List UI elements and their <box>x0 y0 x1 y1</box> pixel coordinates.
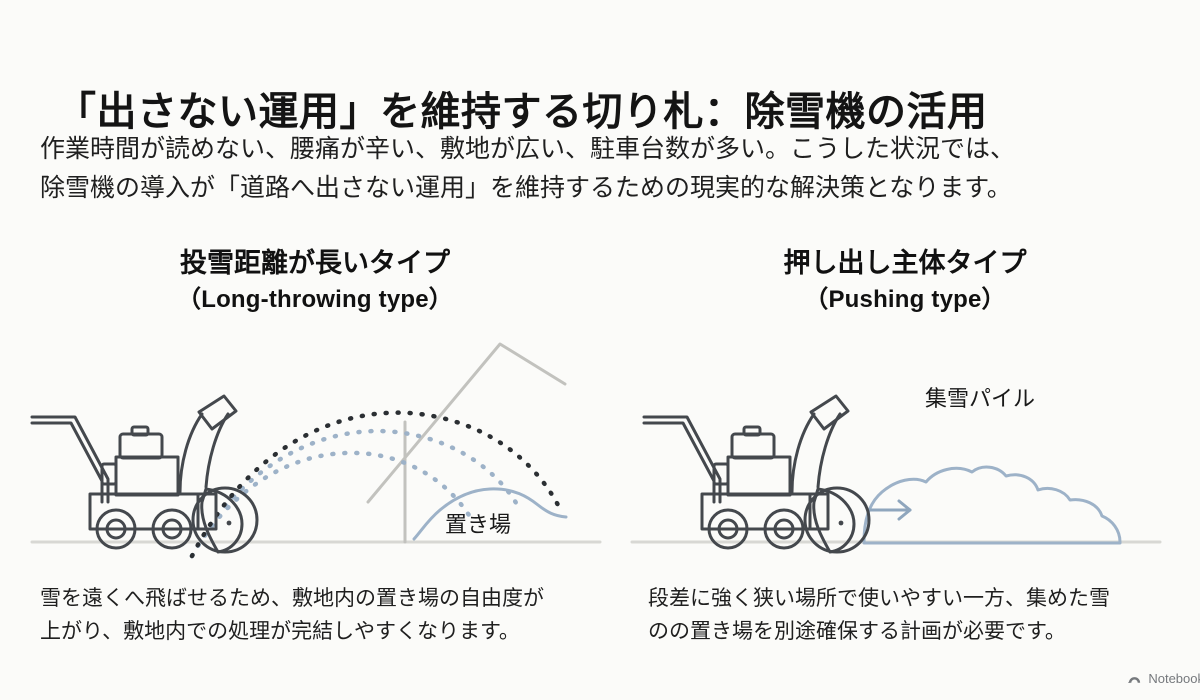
trajectory-arc-mid <box>189 428 523 559</box>
snowblower-illustration-left <box>30 394 259 554</box>
notebooklm-icon <box>1127 671 1142 686</box>
trajectory-arc-short <box>189 450 475 559</box>
figure-long-throwing: 置き場 <box>30 342 602 559</box>
column-heading-right: 押し出し主体タイプ （Pushing type） <box>620 246 1190 315</box>
column-heading-right-en: （Pushing type） <box>804 285 1006 313</box>
snow-pile-left <box>412 487 568 541</box>
lead-line-2: 除雪機の導入が「道路へ出さない運用」を維持するための現実的な解決策となります。 <box>40 173 1012 202</box>
column-heading-left-en: （Long-throwing type） <box>177 285 453 313</box>
snow-pile-right <box>862 465 1122 544</box>
figure-label-right: 集雪パイル <box>925 386 1035 411</box>
column-long-throwing: 投雪距離が長いタイプ （Long-throwing type） <box>20 246 610 559</box>
figure-pushing: 集雪パイル <box>630 386 1162 554</box>
snowblower-illustration-right <box>642 394 871 554</box>
caption-left-line-1: 雪を遠くへ飛ばせるため、敷地内の置き場の自由度が <box>40 587 544 610</box>
caption-right-line-1: 段差に強く狭い場所で使いやすい一方、集めた雪 <box>648 587 1110 610</box>
watermark: Notebook <box>1127 671 1200 686</box>
caption-pushing: 段差に強く狭い場所で使いやすい一方、集めた雪 のの置き場を別途確保する計画が必要… <box>648 583 1168 648</box>
watermark-label: Notebook <box>1148 671 1200 686</box>
page-title: 「出さない運用」を維持する切り札：除雪機の活用 <box>56 89 988 134</box>
column-heading-right-ja: 押し出し主体タイプ <box>783 248 1027 278</box>
column-pushing: 押し出し主体タイプ （Pushing type） <box>620 246 1190 554</box>
lead-paragraph: 作業時間が読めない、腰痛が辛い、敷地が広い、駐車台数が多い。こうした状況では、 … <box>40 130 1150 208</box>
lead-line-1: 作業時間が読めない、腰痛が辛い、敷地が広い、駐車台数が多い。こうした状況では、 <box>40 135 1016 163</box>
roof-outline <box>366 342 567 504</box>
column-heading-left: 投雪距離が長いタイプ （Long-throwing type） <box>20 246 610 315</box>
caption-left-line-2: 上がり、敷地内での処理が完結しやすくなります。 <box>40 619 520 643</box>
figure-label-left: 置き場 <box>445 512 511 537</box>
caption-right-line-2: のの置き場を別途確保する計画が必要です。 <box>648 619 1066 643</box>
column-heading-left-ja: 投雪距離が長いタイプ <box>180 248 450 278</box>
push-arrow-icon <box>866 499 912 521</box>
caption-long-throwing: 雪を遠くへ飛ばせるため、敷地内の置き場の自由度が 上がり、敷地内での処理が完結し… <box>40 583 600 648</box>
